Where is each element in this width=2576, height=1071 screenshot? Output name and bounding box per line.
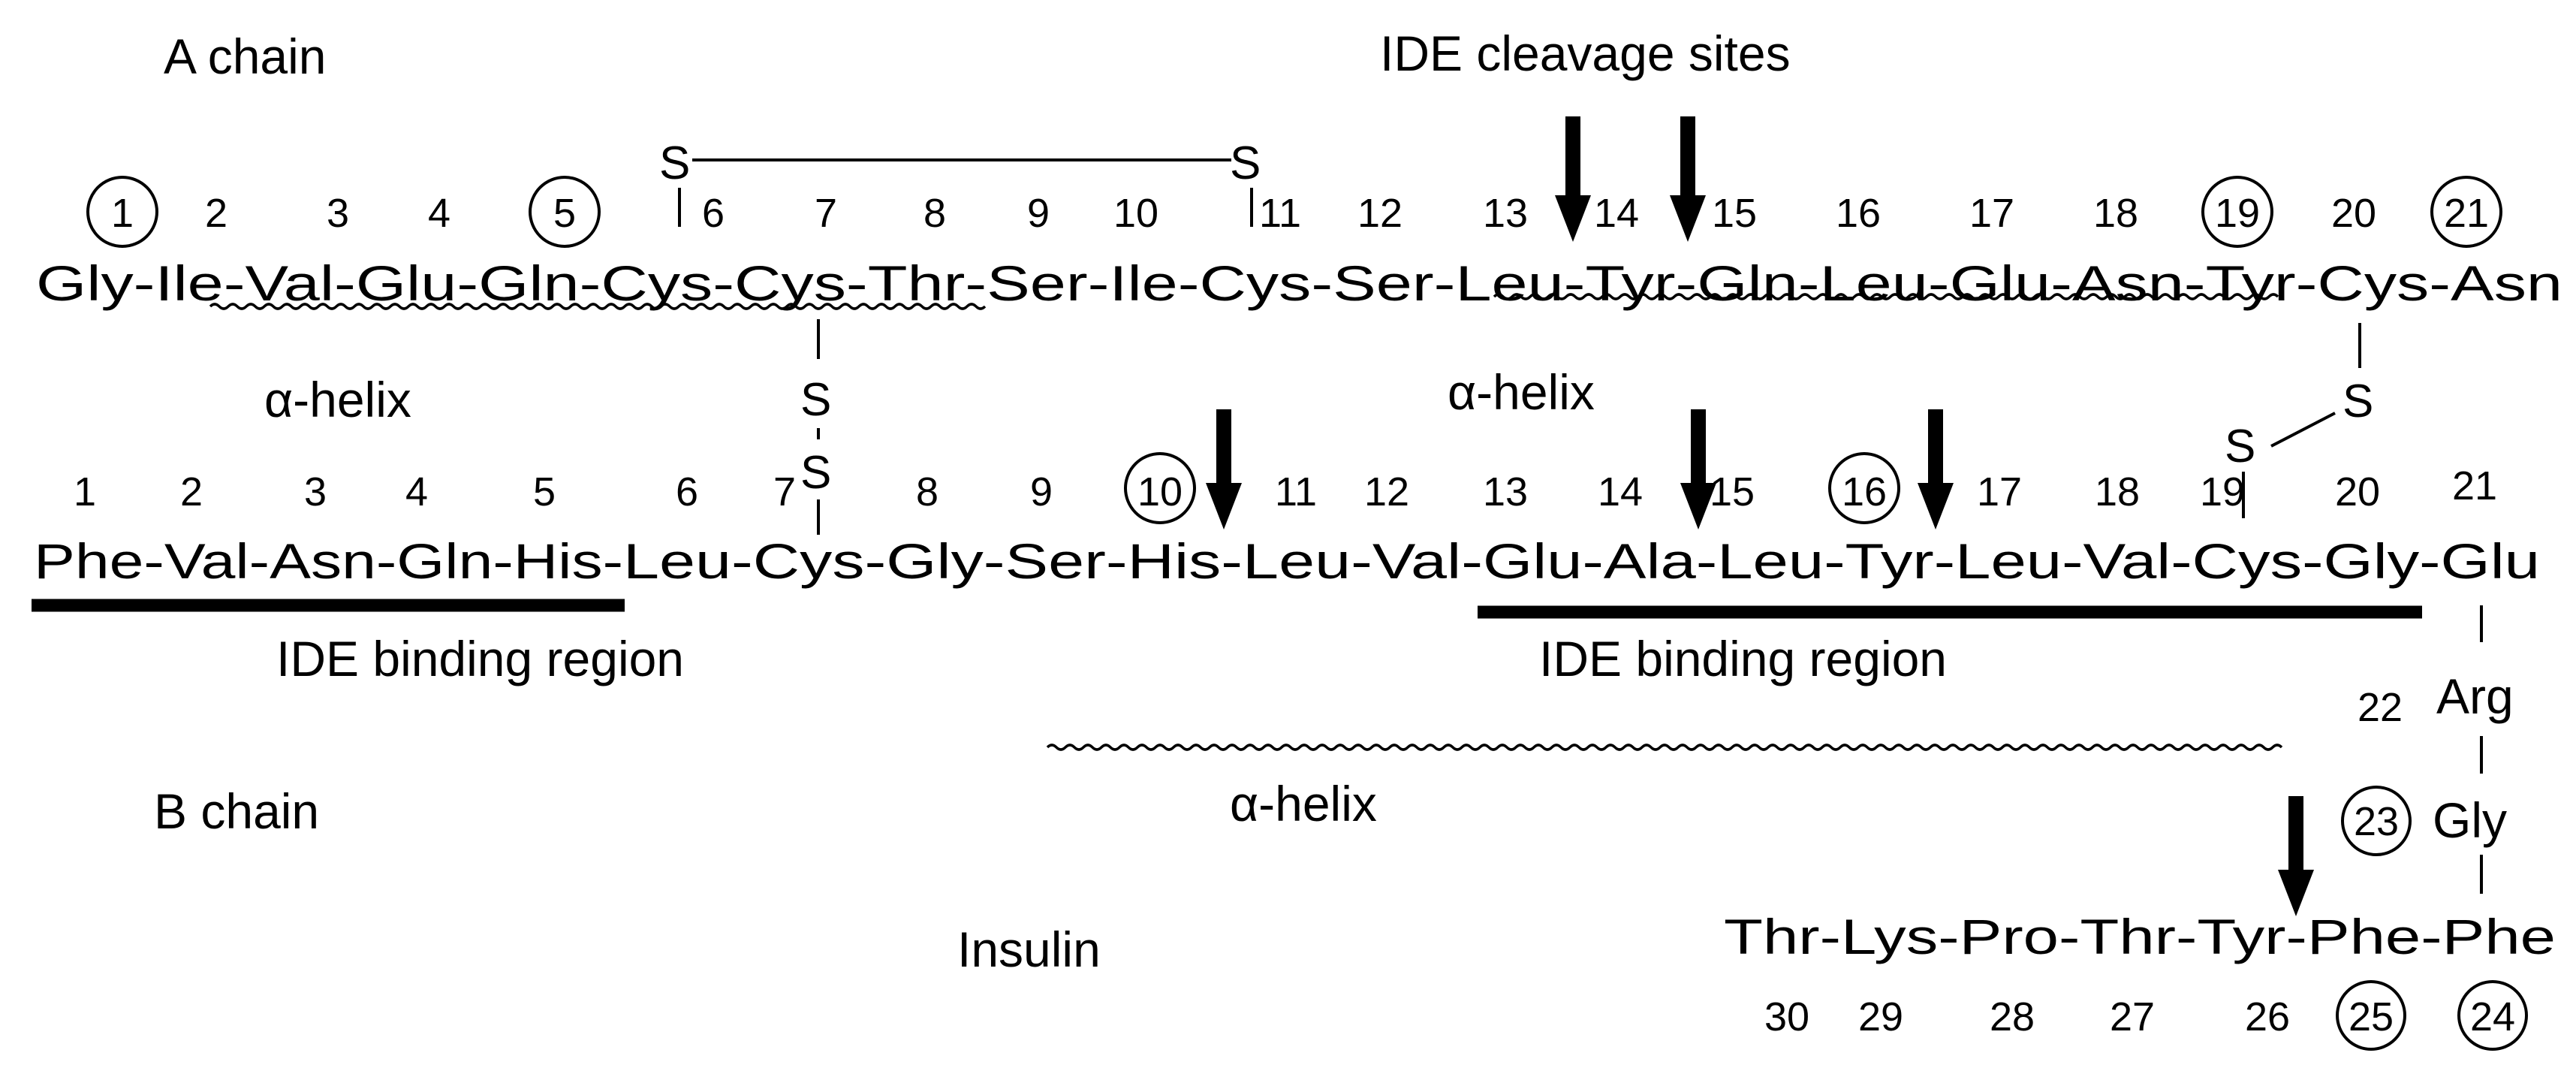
circle-a1: [86, 176, 158, 248]
b-chain-tail-sequence: Thr-Lys-Pro-Thr-Tyr-Phe-Phe: [1724, 909, 2556, 964]
b-num-23: 23: [2354, 799, 2399, 844]
a-num-9: 9: [1027, 191, 1050, 236]
a-num-4: 4: [428, 191, 450, 236]
a-num-5: 5: [553, 191, 576, 236]
b-chain-label: B chain: [154, 783, 319, 839]
circle-b16: [1828, 452, 1900, 524]
sulfur-a6: S: [659, 137, 690, 189]
circle-a19: [2201, 176, 2273, 248]
b-num-3: 3: [304, 469, 327, 514]
b-num-17: 17: [1977, 469, 2022, 514]
sulfur-a7: S: [800, 374, 831, 426]
b-chain-numbers: 1 2 3 4 5 6 7 8 9 10 11 12 13 14 15 16 1…: [74, 463, 2497, 514]
a-num-1: 1: [111, 191, 134, 236]
sulfur-b7: S: [800, 447, 831, 499]
b-num-26: 26: [2245, 994, 2290, 1039]
b-num-20: 20: [2335, 469, 2380, 514]
a-num-6: 6: [702, 191, 725, 236]
a-num-13: 13: [1483, 191, 1528, 236]
sulfur-b19: S: [2225, 421, 2255, 472]
b-chain-seq-part1: Phe-Val-Asn-Gln-His-: [34, 533, 623, 589]
a-chain-helix-wave-2: [1493, 293, 2279, 300]
circle-a21: [2430, 176, 2502, 248]
a-num-15: 15: [1712, 191, 1757, 236]
circle-a5: [529, 176, 601, 248]
arrow-cleavage-a13-a14: [1555, 116, 1591, 242]
circle-b23: [2341, 786, 2412, 856]
b-num-19: 19: [2200, 469, 2245, 514]
a-chain-helix-wave-1: [209, 303, 987, 310]
a-chain-label: A chain: [164, 29, 327, 84]
a-num-8: 8: [923, 191, 946, 236]
b-chain-seq-part2: Leu-Cys-Gly-Ser-His-Leu-Val-: [623, 533, 1483, 589]
b-chain-helix-wave: [1046, 744, 2283, 751]
a-num-18: 18: [2093, 191, 2138, 236]
ide-binding-label-2: IDE binding region: [1539, 631, 1947, 686]
a-num-16: 16: [1836, 191, 1881, 236]
a-chain-sequence: Gly-Ile-Val-Glu-Gln-Cys-Cys-Thr-Ser-Ile-…: [36, 255, 2562, 311]
b-num-15: 15: [1710, 469, 1755, 514]
circle-b10: [1124, 452, 1196, 524]
a-num-12: 12: [1357, 191, 1402, 236]
a-num-7: 7: [815, 191, 837, 236]
a-num-21: 21: [2444, 191, 2489, 236]
ide-cleavage-sites-label: IDE cleavage sites: [1380, 26, 1791, 81]
b-num-7: 7: [773, 469, 796, 514]
b-num-27: 27: [2110, 994, 2155, 1039]
b-chain-seq-part3: Glu-Ala-Leu-Tyr-Leu-Val-Cys-Gly-Glu: [1483, 533, 2540, 589]
b-res-22-arg: Arg: [2436, 668, 2514, 724]
b-num-16: 16: [1842, 469, 1887, 514]
cleavage-arrows: [1206, 116, 2314, 916]
ide-binding-label-1: IDE binding region: [276, 631, 684, 686]
arrow-cleavage-b9-b10: [1206, 409, 1242, 529]
bond-a20-b19: [2270, 412, 2336, 448]
b-num-24: 24: [2470, 994, 2515, 1039]
a-num-11: 11: [1259, 191, 1301, 236]
b-num-8: 8: [916, 469, 939, 514]
sulfur-a11: S: [1230, 137, 1261, 189]
a-num-10: 10: [1113, 191, 1158, 236]
a-num-20: 20: [2331, 191, 2376, 236]
a-chain-numbers: 1 2 3 4 5 6 7 8 9 10 11 12 13 14 15 16 1…: [111, 191, 2489, 236]
b-num-11: 11: [1275, 469, 1317, 514]
arrow-cleavage-b16-b17: [1918, 409, 1954, 529]
b-chain-tail-numbers: 30 29 28 27 26 25 24: [1764, 994, 2515, 1039]
arrow-cleavage-b25-b26: [2278, 796, 2314, 916]
b-num-6: 6: [676, 469, 698, 514]
insulin-label: Insulin: [957, 922, 1101, 977]
a-helix-label-1: α-helix: [264, 372, 411, 427]
a-num-2: 2: [205, 191, 227, 236]
b-num-1: 1: [74, 469, 96, 514]
b-num-30: 30: [1764, 994, 1809, 1039]
sulfur-a20: S: [2343, 376, 2373, 427]
arrow-cleavage-a14-a15: [1670, 116, 1706, 242]
b-num-21: 21: [2452, 463, 2497, 508]
a-helix-label-2: α-helix: [1448, 364, 1595, 420]
b-chain-sequence: Phe-Val-Asn-Gln-His- Leu-Cys-Gly-Ser-His…: [34, 533, 2540, 589]
b-num-25: 25: [2349, 994, 2394, 1039]
b-num-2: 2: [180, 469, 203, 514]
b-num-14: 14: [1598, 469, 1643, 514]
b-num-4: 4: [405, 469, 428, 514]
b-num-29: 29: [1858, 994, 1903, 1039]
b-num-13: 13: [1483, 469, 1528, 514]
b-num-28: 28: [1990, 994, 2035, 1039]
b-helix-label: α-helix: [1230, 776, 1377, 831]
circle-b25: [2336, 980, 2406, 1051]
b-num-12: 12: [1364, 469, 1409, 514]
a-num-3: 3: [327, 191, 349, 236]
a-num-19: 19: [2215, 191, 2260, 236]
a-num-17: 17: [1969, 191, 2014, 236]
b-num-18: 18: [2095, 469, 2140, 514]
b-num-10: 10: [1137, 469, 1183, 514]
circle-b24: [2457, 980, 2528, 1051]
b-num-5: 5: [533, 469, 556, 514]
b-num-22: 22: [2358, 685, 2403, 730]
b-res-23-gly: Gly: [2433, 792, 2507, 848]
arrow-cleavage-b14-b15: [1680, 409, 1716, 529]
b-num-9: 9: [1030, 469, 1053, 514]
a-num-14: 14: [1594, 191, 1639, 236]
